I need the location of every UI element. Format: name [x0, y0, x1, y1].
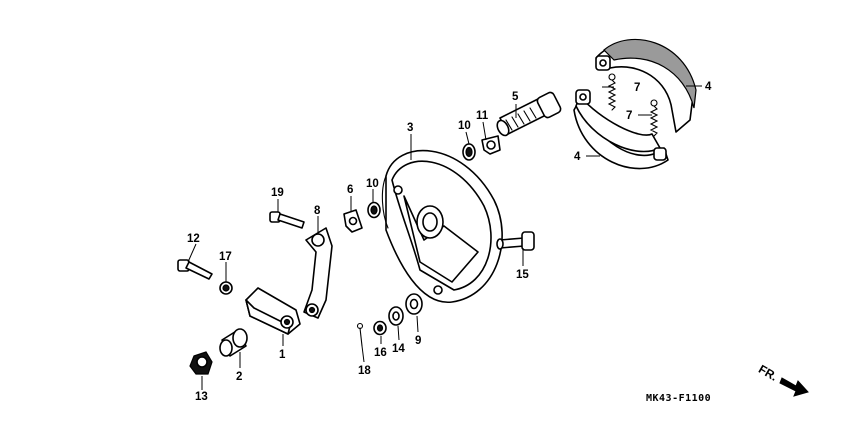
indicator-plate-left [343, 209, 363, 233]
callout-14: 14 [392, 343, 405, 355]
callout-10-upper: 10 [458, 120, 471, 132]
brake-arm [245, 287, 301, 335]
callout-7-lower: 7 [626, 110, 632, 122]
cotter-pin-18 [356, 322, 364, 347]
wear-indicator-plate [481, 135, 501, 155]
callout-2: 2 [236, 371, 242, 383]
return-spring-right [649, 99, 659, 137]
washer-9 [405, 293, 423, 315]
stopper-bolt [496, 231, 535, 251]
callout-12: 12 [187, 233, 200, 245]
callout-10-lower: 10 [366, 178, 379, 190]
leader-lines [187, 85, 702, 390]
callout-5: 5 [512, 91, 519, 103]
front-arrow-icon [779, 377, 809, 397]
nut-13 [189, 351, 213, 375]
diagram-code: MK43-F1100 [646, 393, 711, 404]
callout-8: 8 [314, 205, 321, 217]
front-direction-indicator: FR. [756, 362, 809, 397]
felt-seal-lower [367, 201, 381, 219]
brake-shoe-upper [595, 38, 697, 133]
callout-19: 19 [271, 187, 284, 199]
nut-17 [219, 281, 233, 295]
nut-16 [373, 320, 387, 336]
brake-cam [496, 91, 562, 137]
callout-17: 17 [219, 251, 232, 263]
brake-panel [381, 149, 503, 303]
direction-label: FR. [756, 362, 780, 384]
callout-13: 13 [195, 391, 208, 403]
callout-11: 11 [476, 110, 489, 122]
felt-seal-upper [462, 143, 476, 161]
callout-6: 6 [347, 184, 353, 196]
bolt-12 [177, 259, 213, 280]
brake-shoe-lower [573, 89, 669, 170]
callout-16: 16 [374, 347, 387, 359]
callout-15: 15 [516, 269, 529, 281]
washer-14 [388, 306, 404, 326]
callout-1: 1 [279, 349, 286, 361]
return-spring-left [607, 73, 617, 111]
collar-2 [219, 328, 248, 357]
callout-7-upper: 7 [634, 82, 640, 94]
bolt-19 [269, 211, 305, 229]
callout-numbers: 3 4 4 5 11 10 7 7 6 10 19 8 15 12 17 1 2… [187, 81, 712, 403]
callout-18: 18 [358, 365, 371, 377]
callout-3: 3 [407, 122, 413, 134]
callout-4-lower: 4 [574, 151, 581, 163]
callout-9: 9 [415, 335, 421, 347]
brake-rod-link [303, 227, 333, 319]
callout-4-upper: 4 [705, 81, 712, 93]
